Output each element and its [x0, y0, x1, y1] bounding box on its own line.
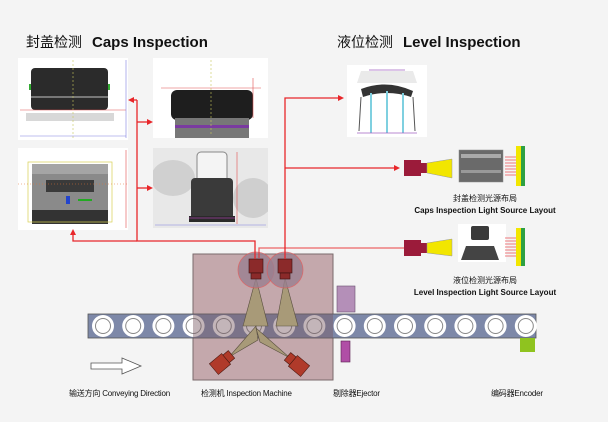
- level-light-layout-cn: 液位检测光源布局: [453, 276, 517, 285]
- cap-photo-height: [153, 58, 268, 138]
- camera-icon: [404, 240, 421, 256]
- caps-inspection-title: 封盖检测 Caps Inspection: [26, 32, 208, 52]
- caps-light-layout-cn: 封盖检测光源布局: [453, 194, 517, 203]
- cap-photo-seal-graphic: [153, 148, 268, 228]
- bottle-icon: [212, 315, 235, 337]
- bottle-icon: [363, 315, 386, 337]
- bottle-icon: [122, 315, 145, 337]
- bottle-icon: [92, 315, 114, 337]
- camera-icon: [404, 160, 421, 176]
- light-beam-icon: [426, 238, 453, 257]
- level-light-layout-en: Level Inspection Light Source Layout: [413, 288, 557, 297]
- bottle-icon: [303, 315, 326, 337]
- caps-title-en: Caps Inspection: [92, 34, 208, 51]
- caps-title-cn: 封盖检测: [26, 35, 82, 51]
- cap-photo-top-graphic: [18, 58, 128, 140]
- light-source-yellow: [516, 228, 521, 266]
- bottle-icon: [514, 315, 537, 337]
- level-photo-graphic: [347, 65, 427, 137]
- bottle-icon: [424, 315, 447, 337]
- top-camera-cone-left: [242, 276, 269, 327]
- cap-photo-side-print: [18, 148, 128, 230]
- bottom-camera-cone-left: [228, 325, 259, 358]
- bottle-icon: [333, 315, 356, 337]
- caps-light-layout-en: Caps Inspection Light Source Layout: [414, 206, 556, 215]
- light-source-green: [521, 228, 525, 266]
- bottle-icon: [454, 315, 477, 337]
- level-title-cn: 液位检测: [337, 35, 393, 51]
- top-camera-cone-right: [275, 277, 299, 327]
- connector-lines: [72, 97, 404, 259]
- light-beam-icon: [426, 158, 453, 179]
- bottle-icon: [484, 315, 507, 337]
- cap-photo-side-graphic: [18, 148, 128, 230]
- camera-icon: [277, 258, 293, 280]
- encoder-block: [520, 338, 535, 352]
- camera-icon: [248, 258, 264, 280]
- encoder-label: 编码器Encoder: [491, 389, 543, 398]
- ejector-bottom: [340, 340, 351, 363]
- camera-icon: [208, 350, 236, 375]
- ejector-label: 剔除器Ejector: [333, 389, 380, 398]
- level-light-layout-caption: 液位检测光源布局 Level Inspection Light Source L…: [405, 275, 565, 297]
- connector-arrowheads: [70, 95, 400, 235]
- conveying-direction-arrow-icon: [90, 357, 143, 375]
- level-light-layout: [404, 224, 525, 266]
- conveying-direction-label: 输送方向 Conveying Direction: [69, 389, 171, 398]
- cap-photo-seal: [153, 148, 268, 228]
- caps-light-layout: [404, 146, 525, 186]
- level-title-en: Level Inspection: [403, 34, 521, 51]
- camera-icon: [283, 352, 311, 377]
- cap-photo-height-graphic: [153, 58, 268, 138]
- cap-photo-top-view: [18, 58, 128, 140]
- light-source-green: [521, 146, 525, 186]
- inspection-machine-label: 检测机 Inspection Machine: [201, 389, 292, 398]
- bottom-camera-cone-right: [255, 327, 291, 359]
- level-inspection-title: 液位检测 Level Inspection: [337, 32, 521, 52]
- caps-light-layout-caption: 封盖检测光源布局 Caps Inspection Light Source La…: [405, 193, 565, 215]
- bottle-icon: [182, 315, 205, 337]
- light-source-yellow: [516, 146, 521, 186]
- level-photo: [347, 65, 427, 137]
- bottle-icon: [152, 315, 175, 337]
- bottle-icon: [394, 315, 416, 337]
- ejector-top: [336, 285, 356, 313]
